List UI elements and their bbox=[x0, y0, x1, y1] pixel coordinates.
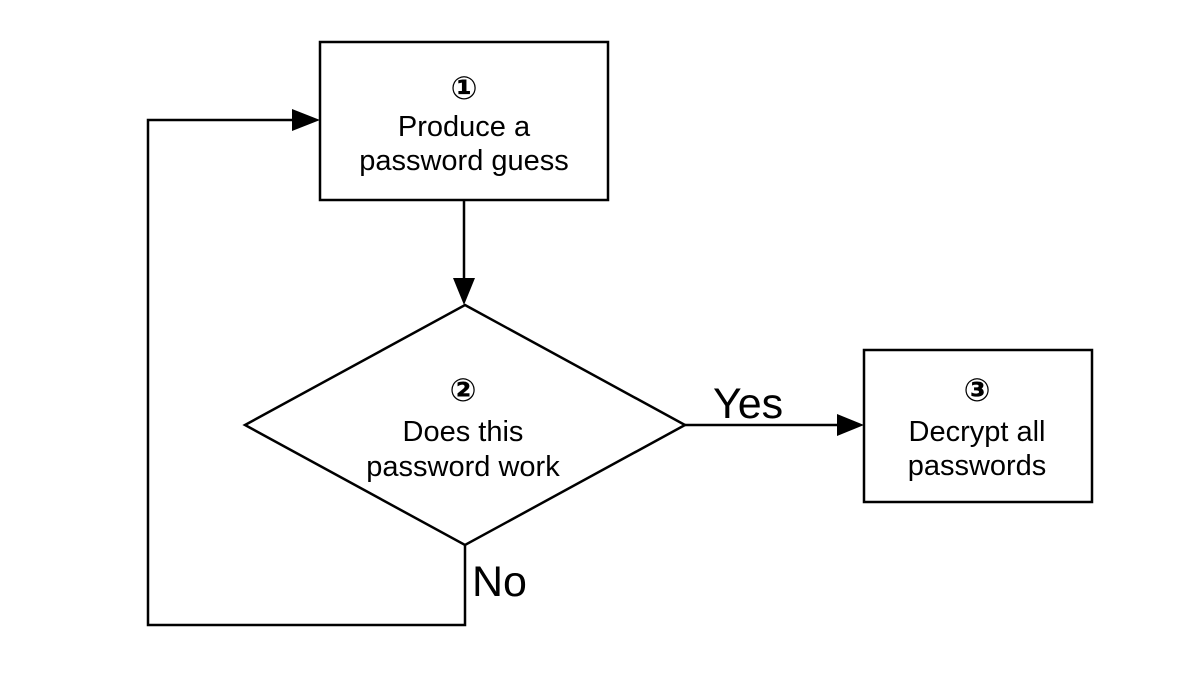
node-decision-number: ② bbox=[449, 371, 476, 409]
node-produce-number: ① bbox=[450, 69, 477, 107]
node-decision-line-2: password work bbox=[366, 451, 560, 483]
node-produce-password-guess: ① Produce a password guess bbox=[318, 40, 610, 202]
arrowhead-right-yes-icon bbox=[837, 414, 864, 436]
node-decrypt-all-passwords: ③ Decrypt all passwords bbox=[862, 348, 1094, 504]
edge-decision-loop-back: No bbox=[146, 109, 527, 627]
edge-produce-to-decision bbox=[453, 200, 475, 305]
edge-decision-to-decrypt: Yes bbox=[685, 380, 864, 436]
node-decrypt-line-2: passwords bbox=[908, 450, 1047, 482]
node-produce-password-guess-box bbox=[318, 40, 610, 202]
arrowhead-down-icon bbox=[453, 278, 475, 305]
node-does-password-work: ② Does this password work bbox=[242, 303, 688, 547]
arrowhead-right-no-icon bbox=[292, 109, 320, 131]
node-decrypt-line-1: Decrypt all bbox=[909, 416, 1046, 448]
edge-label-no: No bbox=[472, 558, 527, 606]
edge-label-yes: Yes bbox=[713, 380, 783, 428]
node-does-password-work-diamond bbox=[242, 303, 688, 547]
edge-no-loop-line bbox=[146, 118, 467, 627]
node-decision-line-1: Does this bbox=[403, 416, 524, 448]
node-produce-line-2: password guess bbox=[359, 145, 569, 177]
node-decrypt-all-passwords-box bbox=[862, 348, 1094, 504]
node-decrypt-number: ③ bbox=[963, 371, 990, 409]
node-produce-line-1: Produce a bbox=[398, 111, 531, 143]
